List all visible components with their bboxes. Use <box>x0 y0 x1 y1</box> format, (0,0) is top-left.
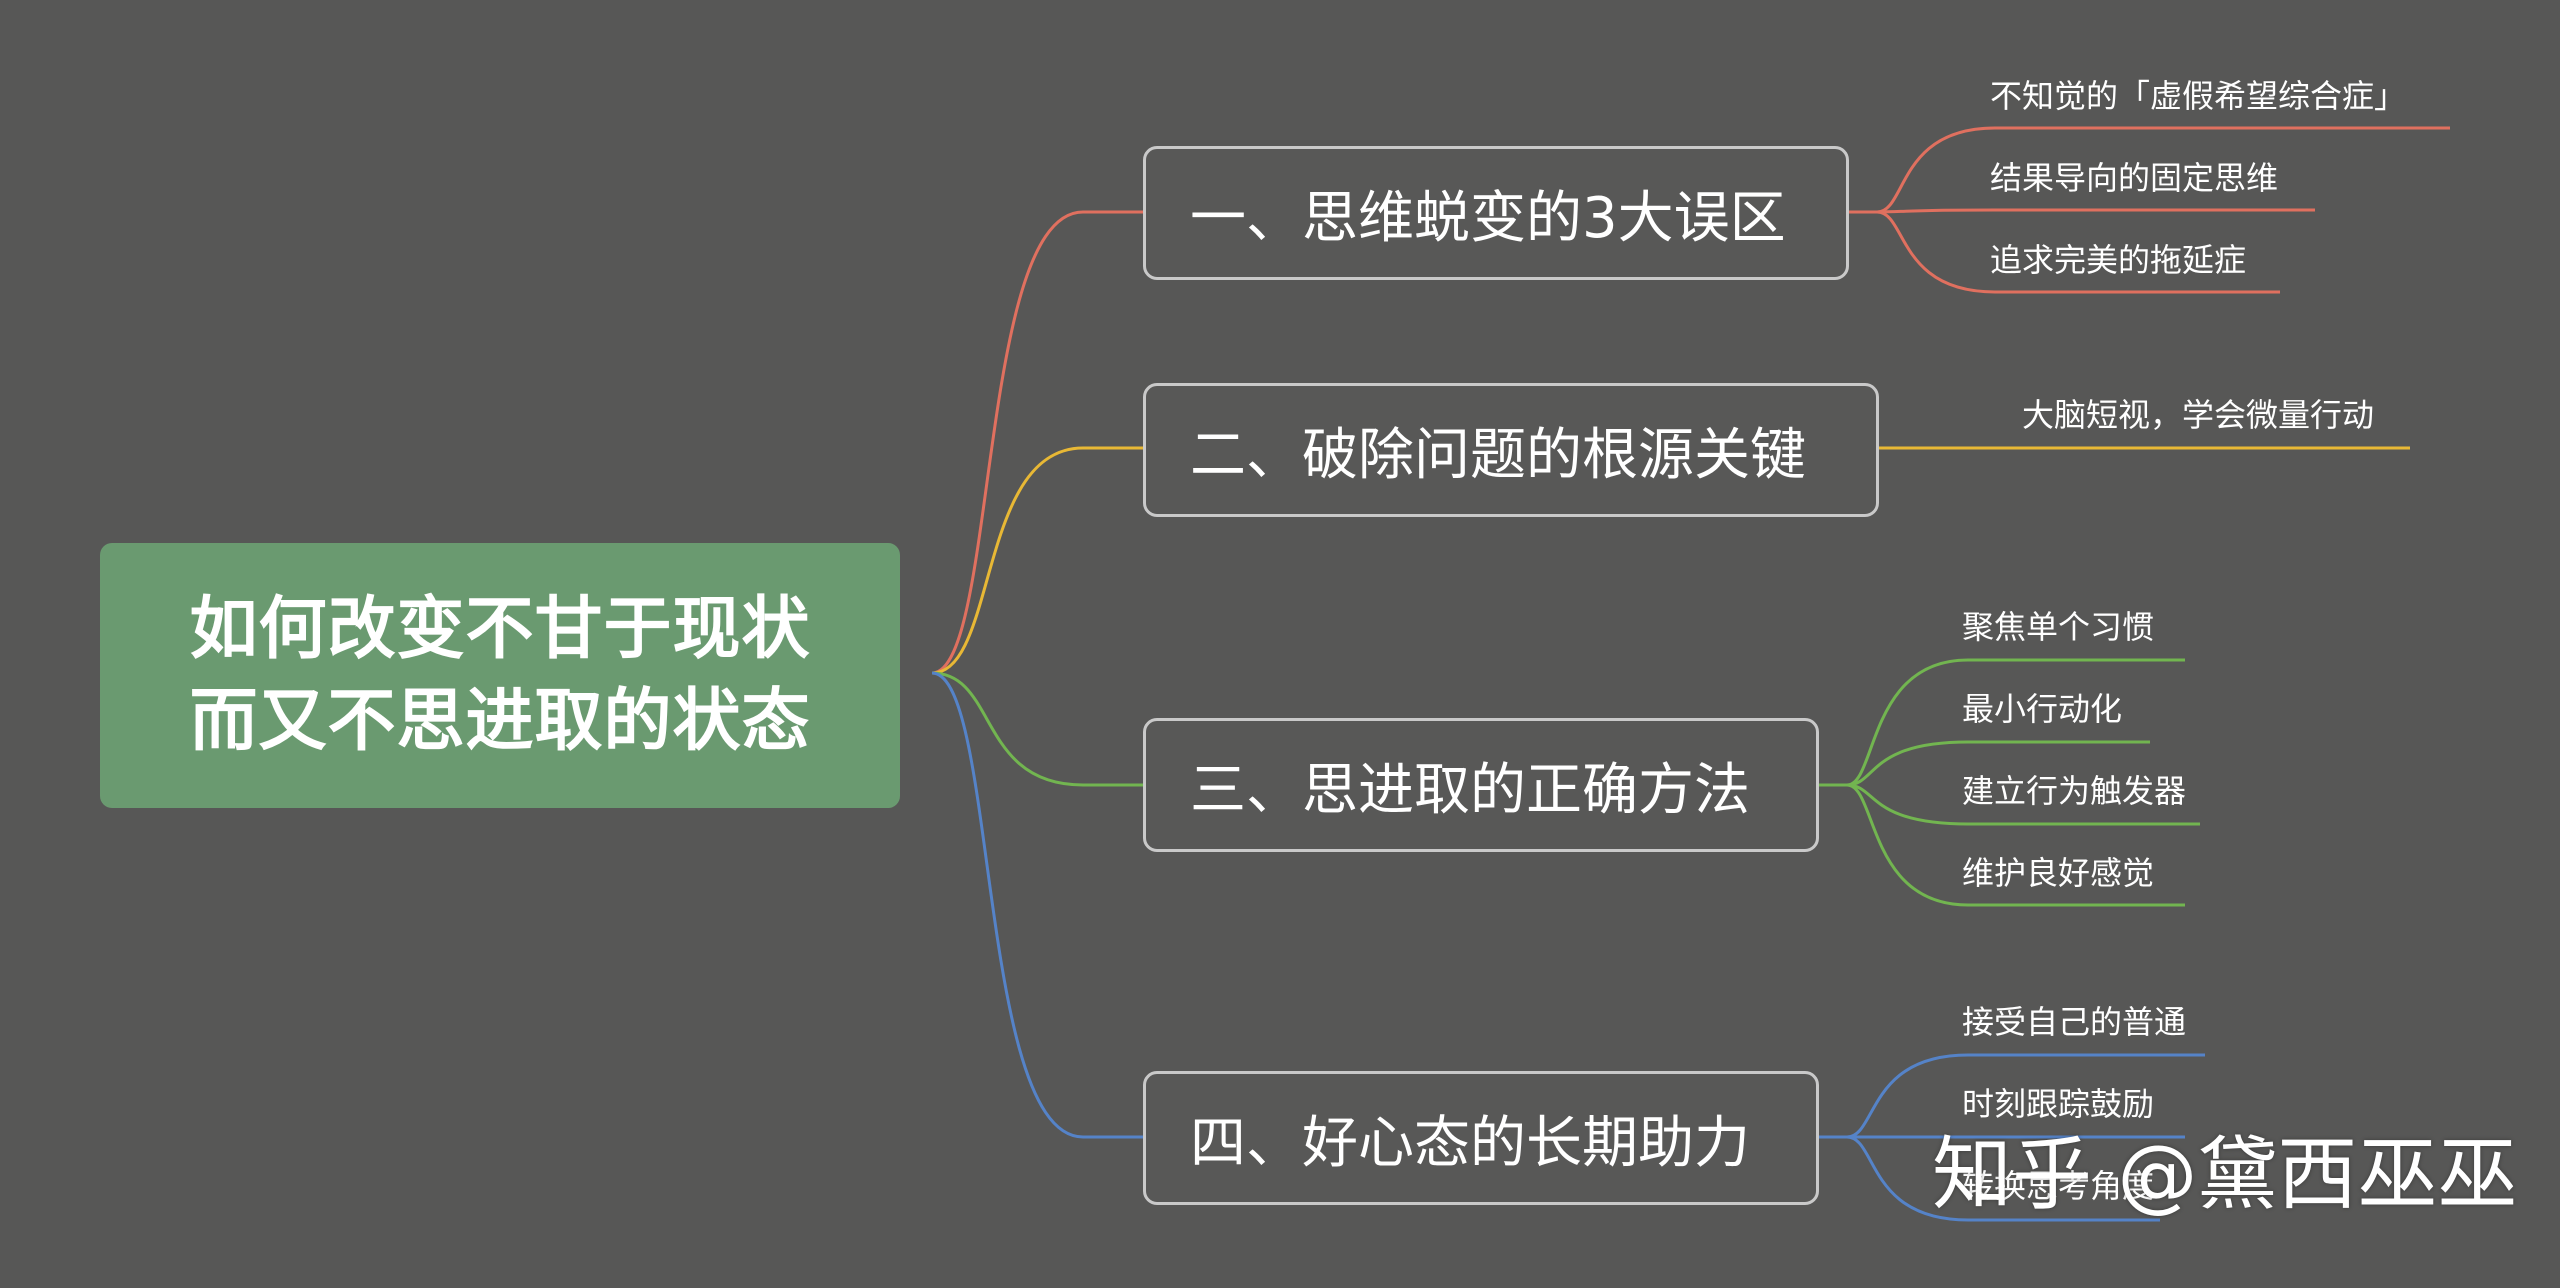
leaf-topic-1-2: 结果导向的固定思维 <box>1990 159 2279 197</box>
branch-to-leaf-line-4-1 <box>1846 1053 2205 1139</box>
leaf-topic-3-3: 建立行为触发器 <box>1962 772 2187 810</box>
branch-to-leaf-line-3-1 <box>1846 658 2185 787</box>
watermark: 知乎 @黛西巫巫 <box>1932 1128 2518 1221</box>
root-to-branch-line-3 <box>931 671 1143 787</box>
branch-to-leaf-line-1-1 <box>1876 126 2450 214</box>
leaf-topic-4-1: 接受自己的普通 <box>1962 1003 2187 1041</box>
leaf-topic-4-2: 时刻跟踪鼓励 <box>1962 1085 2155 1123</box>
branch-topic-2: 二、破除问题的根源关键 <box>1143 383 1879 517</box>
root-to-branch-line-2 <box>931 446 1143 675</box>
leaf-topic-1-3: 追求完美的拖延症 <box>1990 241 2247 279</box>
branch-topic-4: 四、好心态的长期助力 <box>1143 1071 1819 1205</box>
leaf-topic-4-3: 转换思考角度 <box>1962 1167 2155 1205</box>
leaf-topic-2-1: 大脑短视，学会微量行动 <box>2022 396 2375 434</box>
root-topic-line-1: 如何改变不甘于现状 <box>189 589 811 669</box>
branch-to-leaf-line-1-3 <box>1876 210 2280 294</box>
branch-to-leaf-line-3-4 <box>1846 783 2185 907</box>
root-topic: 如何改变不甘于现状 而又不思进取的状态 <box>100 543 900 808</box>
leaf-topic-3-1: 聚焦单个习惯 <box>1962 608 2155 646</box>
branch-to-leaf-line-4-3 <box>1846 1135 2160 1222</box>
branch-topic-1: 一、思维蜕变的3大误区 <box>1143 146 1849 280</box>
leaf-topic-1-1: 不知觉的「虚假希望综合症」 <box>1990 77 2407 115</box>
root-to-branch-line-1 <box>931 210 1143 675</box>
leaf-topic-3-4: 维护良好感觉 <box>1962 854 2155 892</box>
leaf-topic-3-2: 最小行动化 <box>1962 690 2123 728</box>
branch-to-leaf-line-3-2 <box>1846 740 2150 787</box>
branch-to-leaf-line-3-3 <box>1846 783 2200 826</box>
branch-to-leaf-line-1-2 <box>1876 208 2315 214</box>
root-to-branch-line-4 <box>931 671 1143 1139</box>
branch-topic-3: 三、思进取的正确方法 <box>1143 718 1819 852</box>
root-topic-line-2: 而又不思进取的状态 <box>189 681 811 761</box>
